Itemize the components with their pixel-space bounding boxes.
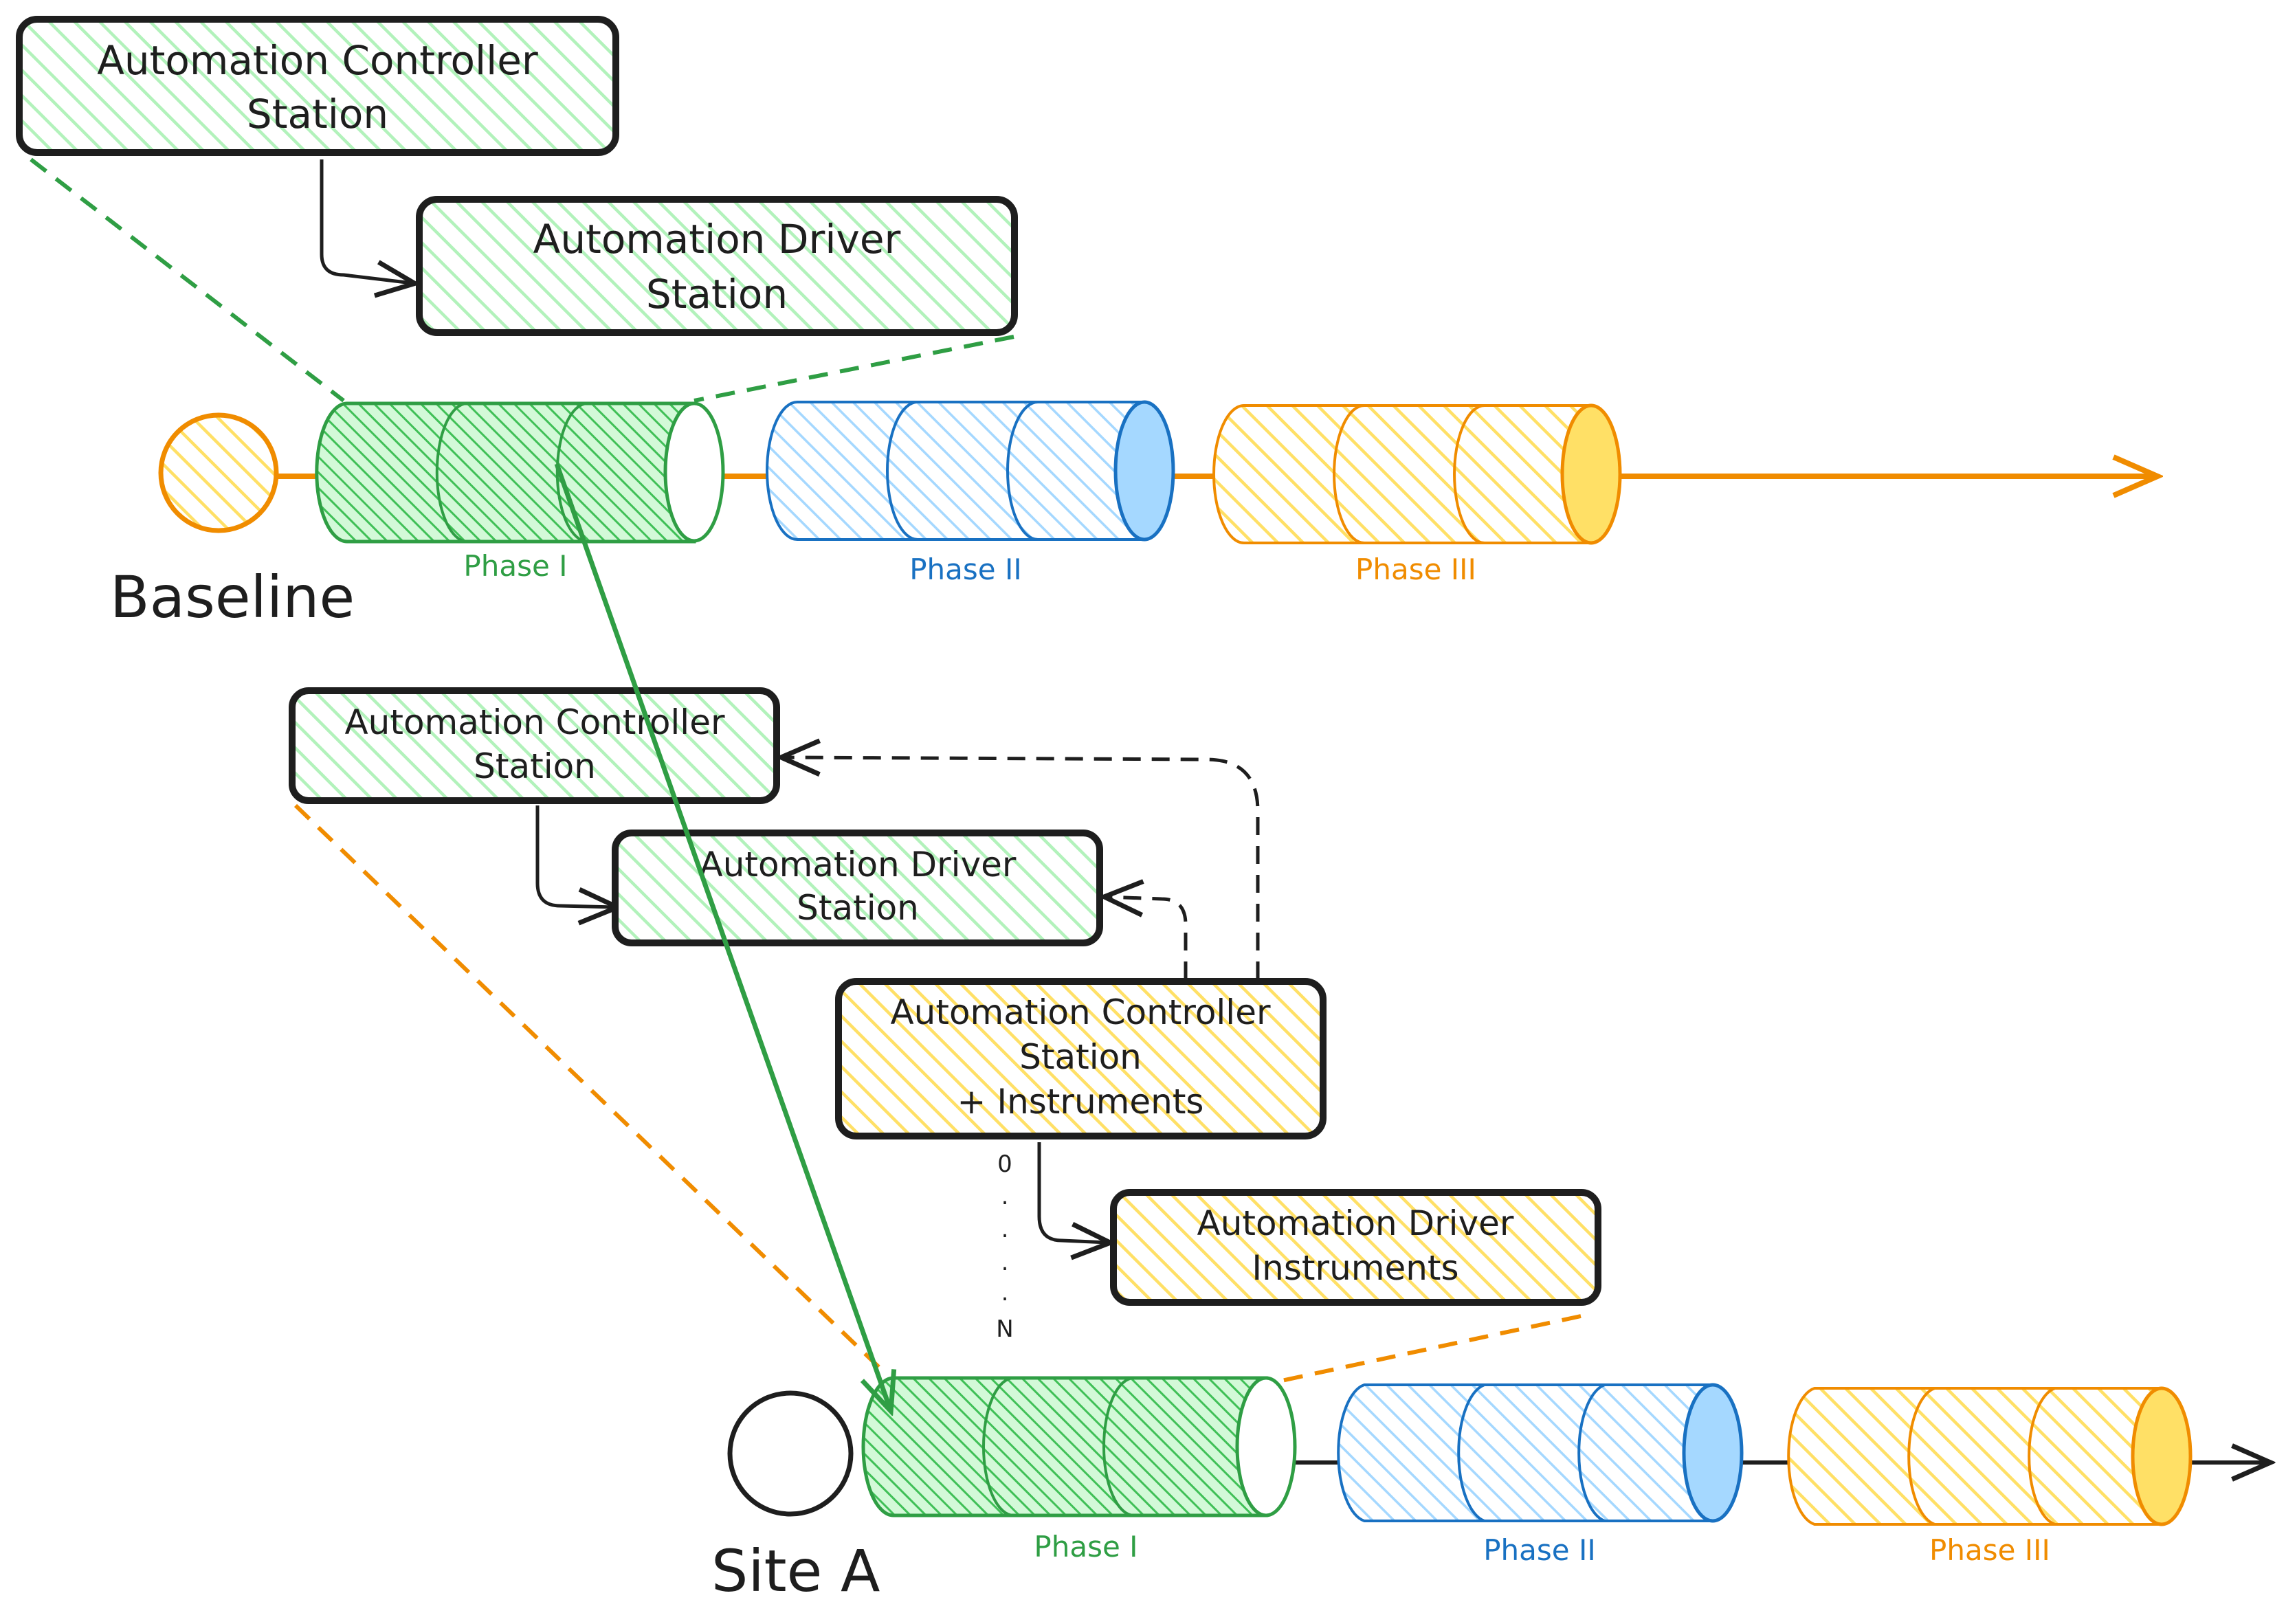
count-dot-4: .	[1001, 1279, 1009, 1306]
site-a-phase-1-cylinder	[861, 1376, 1297, 1517]
instr-to-driver-dashed-arrow	[1107, 897, 1188, 979]
baseline-controller-line1: Automation Controller	[97, 37, 538, 84]
site-a-driver-box: Automation Driver Station	[612, 830, 1103, 946]
instance-count-indicator: 0 . . . . N	[996, 1150, 1013, 1343]
site-a-phase-3-label: Phase III	[1929, 1533, 2050, 1567]
instr-to-controller-dashed-arrow	[784, 757, 1260, 979]
site-a-start-circle	[727, 1390, 854, 1517]
site-a-phase-2-label: Phase II	[1483, 1533, 1596, 1567]
site-a-controller-box: Automation Controller Station	[289, 687, 780, 804]
baseline-driver-line1: Automation Driver	[533, 216, 901, 263]
site-a-instr-controller-line2: Station	[1019, 1037, 1142, 1077]
site-a-instr-controller-box: Automation Controller Station + Instrume…	[835, 978, 1327, 1139]
site-a-phase-2-cylinder	[1337, 1383, 1744, 1523]
baseline-label: Baseline	[110, 564, 355, 631]
baseline-driver-line2: Station	[646, 271, 788, 318]
count-dot-2: .	[1001, 1216, 1009, 1243]
site-a-instr-driver-box: Automation Driver Instruments	[1110, 1189, 1601, 1306]
instr-controller-to-driver-arrow	[1037, 1142, 1108, 1243]
site-a-driver-line2: Station	[797, 888, 919, 928]
site-a-label: Site A	[711, 1537, 880, 1605]
site-a-phase-3-cylinder	[1787, 1386, 2193, 1526]
site-a-controller-line2: Station	[474, 746, 596, 786]
replication-arrow	[554, 463, 890, 1409]
count-dot-3: .	[1001, 1249, 1009, 1276]
site-a-driver-line1: Automation Driver	[700, 845, 1017, 885]
baseline-driver-box: Automation Driver Station	[416, 196, 1018, 336]
site-a-instr-controller-line1: Automation Controller	[890, 992, 1270, 1032]
baseline-start-circle	[158, 412, 279, 533]
site-a-instr-driver-line2: Instruments	[1252, 1248, 1458, 1288]
baseline-phase-3-label: Phase III	[1355, 553, 1476, 586]
baseline-phase-1-label: Phase I	[463, 549, 567, 583]
site-a-phase-1-label: Phase I	[1034, 1530, 1138, 1564]
baseline-controller-box: Automation Controller Station	[16, 16, 619, 156]
count-end: N	[996, 1315, 1013, 1343]
count-dot-1: .	[1001, 1183, 1009, 1210]
site-a-projection-line-left	[293, 803, 889, 1377]
baseline-projection-line-left	[30, 157, 345, 403]
baseline-controller-to-driver-arrow	[320, 159, 412, 283]
site-a-controller-to-driver-arrow	[535, 805, 615, 907]
site-a-controller-line1: Automation Controller	[344, 702, 724, 742]
baseline-phase-2-label: Phase II	[909, 553, 1022, 586]
site-a-projection-line-right	[1278, 1314, 1582, 1383]
site-a-instr-driver-line1: Automation Driver	[1197, 1203, 1514, 1243]
baseline-phase-2-cylinder	[766, 400, 1175, 542]
count-start: 0	[997, 1150, 1012, 1178]
baseline-projection-line-right	[693, 335, 1014, 403]
baseline-phase-1-cylinder	[315, 401, 725, 544]
baseline-phase-3-cylinder	[1212, 403, 1622, 545]
baseline-controller-line2: Station	[247, 91, 388, 137]
site-a-instr-controller-line3: + Instruments	[957, 1082, 1204, 1122]
